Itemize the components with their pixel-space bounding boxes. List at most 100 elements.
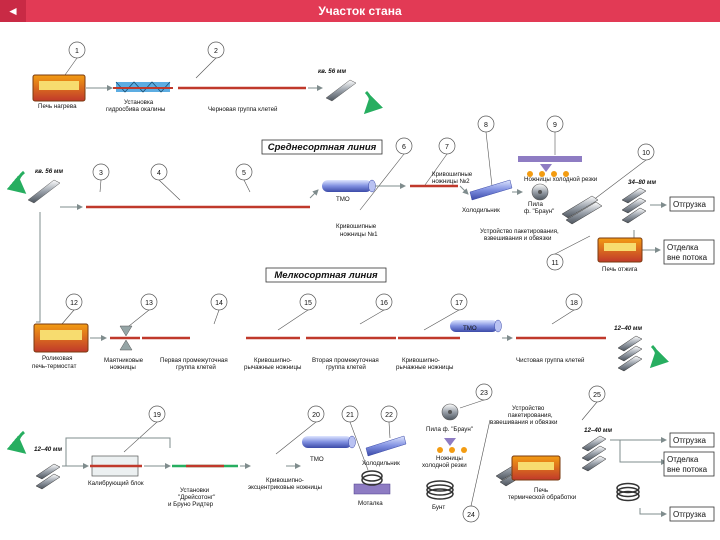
svg-text:8: 8 [484,122,488,129]
saw-braun-2 [441,403,459,421]
callouts-row2: 8 9 6 7 10 3 4 5 11 [92,115,655,271]
offline-box-2: Отделка вне потока [663,451,715,477]
svg-text:6: 6 [402,144,406,151]
transfer-arrow-right-icon-2 [649,344,669,369]
calibrating-block [90,455,142,477]
ship-box-2: Отгрузка [669,432,715,448]
label-first-inter-1: Первая промежуточная [160,357,228,364]
svg-text:2: 2 [214,48,218,55]
saw-braun [531,183,549,201]
label-pack-4: пакетирования, [508,412,553,419]
svg-text:21: 21 [346,412,354,419]
label-roller-1: Роликовая [42,355,72,362]
coiler [353,470,391,495]
label-cold-shears-2b: холодной резки [422,462,467,469]
svg-text:11: 11 [551,260,558,267]
svg-text:Отгрузка: Отгрузка [673,200,707,209]
svg-text:22: 22 [385,412,393,419]
ship-box-1: Отгрузка [669,196,715,212]
product-bars-entry [35,463,61,490]
callouts-row3: 12 13 14 15 16 17 18 [65,293,583,311]
label-crank-n2-a: Кривошипные [432,171,473,178]
label-second-inter-1: Вторая промежуточная [312,357,379,364]
label-crank-3a: Кривошипно- [402,357,440,364]
label-crank-2b: рычажные ножницы [244,364,302,371]
label-inst-1: Установки [180,487,210,494]
section-small: Мелкосортная линия [265,267,387,283]
transfer-arrow-right-icon [363,90,383,115]
label-pendulum-1: Маятниковые [104,357,144,364]
svg-text:7: 7 [445,144,449,151]
svg-text:16: 16 [380,300,388,307]
process-diagram: 1 2 Печь нагрева Установка гидросбива ок… [6,41,715,523]
label-anneal: Печь отжига [602,266,638,273]
svg-text:19: 19 [153,412,161,419]
tmo-pipe-3 [302,435,356,449]
svg-text:Отгрузка: Отгрузка [673,436,707,445]
svg-text:4: 4 [157,170,161,177]
bundle-bars [561,195,603,225]
product-bars-medium [621,187,647,224]
callout-1: 1 [68,41,86,59]
label-size-12c: 12–40 мм [584,427,613,434]
heating-furnace [32,74,86,102]
back-arrow-icon: ◄ [7,4,19,18]
label-crank-3b: рычажные ножницы [396,364,454,371]
label-descale-1: Установка [124,99,154,106]
svg-text:13: 13 [145,300,153,307]
product-bars-final [581,435,607,472]
label-pendulum-2: ножницы [110,364,136,371]
label-roller-2: печь-термостат [32,363,77,370]
label-size-12b: 12–40 мм [34,446,63,453]
label-heat-2: термической обработки [508,494,577,501]
cold-shears [518,156,582,177]
svg-text:20: 20 [312,412,320,419]
label-pack-5: взвешивания и обвязки [490,419,558,426]
svg-text:Среднесортная линия: Среднесортная линия [268,142,377,153]
svg-text:3: 3 [99,170,103,177]
label-size-12a: 12–40 мм [614,325,643,332]
ship-box-3: Отгрузка [669,506,715,522]
label-roughing: Черновая группа клетей [208,106,278,113]
back-button[interactable]: ◄ [0,0,26,22]
label-crank-4a: Кривошипно- [266,477,304,484]
label-crank-n2-b: ножницы №2 [432,178,470,185]
label-tmo-2: ТМО [463,325,477,332]
svg-text:5: 5 [242,170,246,177]
product-bars-small [617,335,643,372]
label-saw-2: ф. "Браун" [524,208,554,215]
cold-shears-2 [437,438,467,453]
page-title: Участок стана [318,4,402,18]
billet-bar [325,79,357,102]
tmo-pipe [322,179,376,193]
label-inst-2: "Дрейсотонг" [178,494,215,501]
annealing-furnace [597,237,643,263]
label-furnace: Печь нагрева [38,103,77,110]
label-saw-3: Пила ф. "Браун" [426,426,473,433]
label-finish-2: Чистовая группа клетей [516,357,585,364]
svg-text:9: 9 [553,122,557,129]
label-crank-n1-a: Кривошипные [336,223,377,230]
svg-text:1: 1 [75,48,79,55]
label-calib: Калибрующий блок [88,480,144,487]
label-second-inter-2: группа клетей [326,364,366,371]
label-cooler: Холодильник [462,207,500,214]
label-billet-size: кв. 56 мм [318,68,346,75]
svg-text:Мелкосортная линия: Мелкосортная линия [274,270,378,281]
svg-text:17: 17 [455,300,463,307]
label-saw-1: Пила [528,201,544,208]
svg-text:25: 25 [593,392,601,399]
label-tmo-3: ТМО [310,456,324,463]
cooler-2 [365,435,407,457]
bundle-coil [426,480,454,500]
tmo-pipe-2 [450,319,502,333]
offline-box-1: Отделка вне потока [663,239,715,265]
svg-text:Отделка: Отделка [667,243,699,252]
descaling-unit [113,81,173,93]
label-bunt: Бунт [432,504,445,511]
label-billet-size-2: кв. 56 мм [35,168,63,175]
billet-bar-2 [27,179,61,204]
label-cooler-2: Холодильник [362,460,400,467]
svg-text:Отделка: Отделка [667,455,699,464]
svg-text:23: 23 [480,390,488,397]
